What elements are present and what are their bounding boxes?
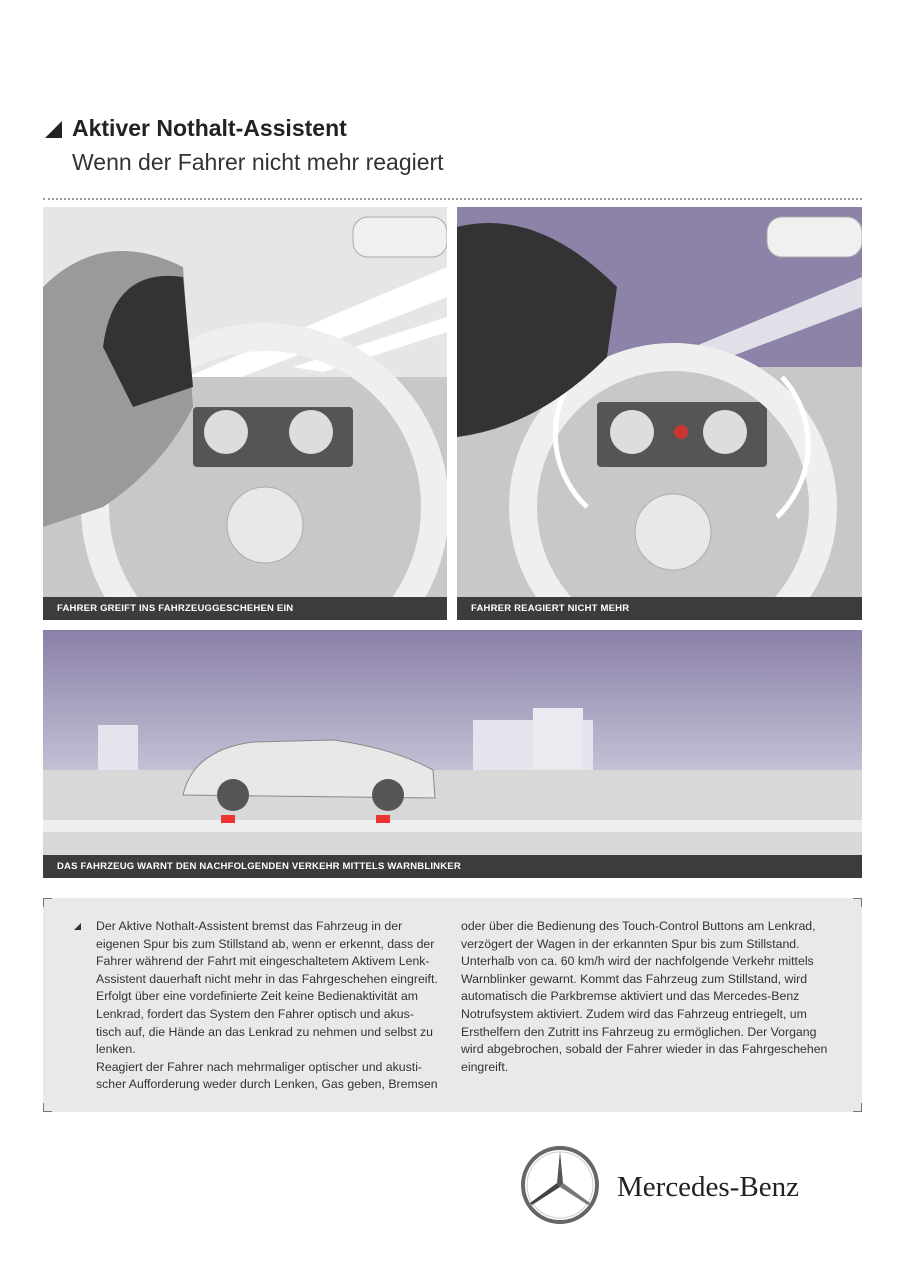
corner-mark [43, 1103, 52, 1112]
text-line: eingreift. [461, 1059, 509, 1074]
text-line: Fahrer während der Fahrt mit eingeschalt… [96, 954, 430, 969]
text-line: Ersthelfern den Zutritt ins Fahrzeug zu … [461, 1024, 817, 1039]
illustration-driver-engaged: FAHRER GREIFT INS FAHRZEUGGESCHEHEN EIN [43, 207, 447, 620]
text-line: scher Aufforderung weder durch Lenken, G… [96, 1077, 438, 1092]
road-car-illustration [43, 630, 862, 878]
text-line: eigenen Spur bis zum Stillstand ab, wenn… [96, 936, 435, 951]
cockpit-illustration [43, 207, 447, 620]
text-line: Warnblinker gewarnt. Kommt das Fahrzeug … [461, 971, 808, 986]
corner-mark [853, 1103, 862, 1112]
page-title: Aktiver Nothalt-Assistent [72, 115, 347, 141]
text-line: Erfolgt über eine vordefinierte Zeit kei… [96, 989, 418, 1004]
text-column-left: Der Aktive Nothalt-Assistent bremst das … [96, 918, 438, 1094]
text-line: lenken. [96, 1042, 136, 1057]
text-line: Assistent dauerhaft nicht mehr in das Fa… [96, 971, 438, 986]
corner-mark [43, 898, 52, 907]
text-line: Reagiert der Fahrer nach mehrmaliger opt… [96, 1059, 423, 1074]
text-line: automatisch die Parkbremse aktiviert und… [461, 989, 800, 1004]
text-column-right: oder über die Bedienung des Touch-Contro… [461, 918, 827, 1076]
cockpit-warning-illustration [457, 207, 862, 620]
illustration-hazard-warning: DAS FAHRZEUG WARNT DEN NACHFOLGENDEN VER… [43, 630, 862, 878]
panel-caption: DAS FAHRZEUG WARNT DEN NACHFOLGENDEN VER… [43, 855, 862, 878]
brand-wordmark: Mercedes-Benz [617, 1171, 799, 1203]
page-subtitle: Wenn der Fahrer nicht mehr reagiert [72, 149, 444, 175]
text-line: oder über die Bedienung des Touch-Contro… [461, 919, 816, 933]
text-line: verzögert der Wagen in der erkannten Spu… [461, 936, 800, 951]
text-line: Notrufsystem aktiviert. Zudem wird das F… [461, 1006, 807, 1021]
text-line: tisch auf, die Hände an das Lenkrad zu n… [96, 1024, 434, 1039]
mercedes-star-logo-icon [521, 1146, 599, 1224]
illustration-driver-unresponsive: FAHRER REAGIERT NICHT MEHR [457, 207, 862, 620]
bullet-triangle-icon [74, 923, 81, 930]
text-line: Unterhalb von ca. 60 km/h wird der nachf… [461, 954, 814, 969]
title-triangle-icon [45, 121, 62, 138]
dotted-divider [43, 198, 862, 200]
text-line: wird abgebrochen, sobald der Fahrer wied… [461, 1042, 828, 1057]
description-box: Der Aktive Nothalt-Assistent bremst das … [43, 898, 862, 1112]
corner-mark [853, 898, 862, 907]
panel-caption: FAHRER GREIFT INS FAHRZEUGGESCHEHEN EIN [43, 597, 447, 620]
panel-caption: FAHRER REAGIERT NICHT MEHR [457, 597, 862, 620]
text-line: Lenkrad, fordert das System den Fahrer o… [96, 1006, 414, 1021]
text-line: Der Aktive Nothalt-Assistent bremst das … [96, 919, 403, 933]
